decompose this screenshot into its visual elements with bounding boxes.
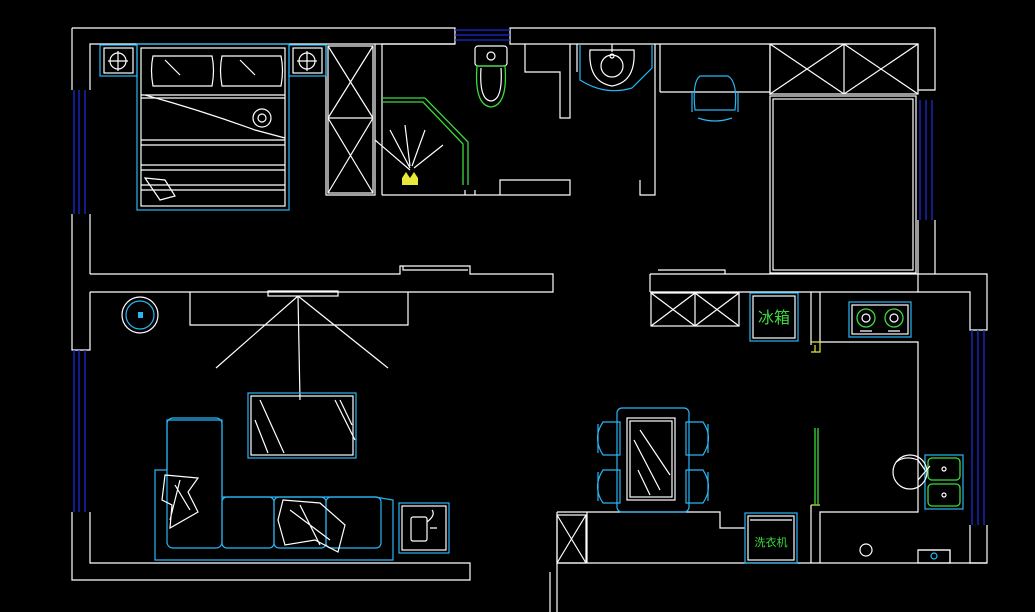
gas-meter-icon [917,549,951,564]
sink-icon [892,454,964,510]
dining-table-icon [596,407,710,513]
wardrobe-icon [769,43,919,274]
water-heater-icon [398,502,450,554]
washing-machine-icon: 洗衣机 [744,512,798,564]
bottom-cabinet [556,514,587,564]
shower-icon [374,97,469,185]
windows [73,29,985,525]
wardrobe-icon [327,45,374,194]
ceiling-light-icon [121,296,159,334]
fridge-label: 冰箱 [758,308,790,327]
kitchen-cabinet [650,292,740,327]
washer-label: 洗衣机 [755,535,788,549]
nightstand-icon [288,44,327,77]
fridge-icon: 冰箱 [749,292,799,342]
stove-icon [848,301,912,338]
sofa-icon [154,417,394,561]
bed-icon [136,43,290,211]
tv-icon [215,290,389,459]
glass-partition [814,345,819,505]
desk-chair-icon [691,75,739,122]
toilet-icon [474,45,508,108]
nightstand-icon [99,44,138,77]
floor-drain-icon [859,543,873,557]
washbasin-icon [579,44,653,92]
